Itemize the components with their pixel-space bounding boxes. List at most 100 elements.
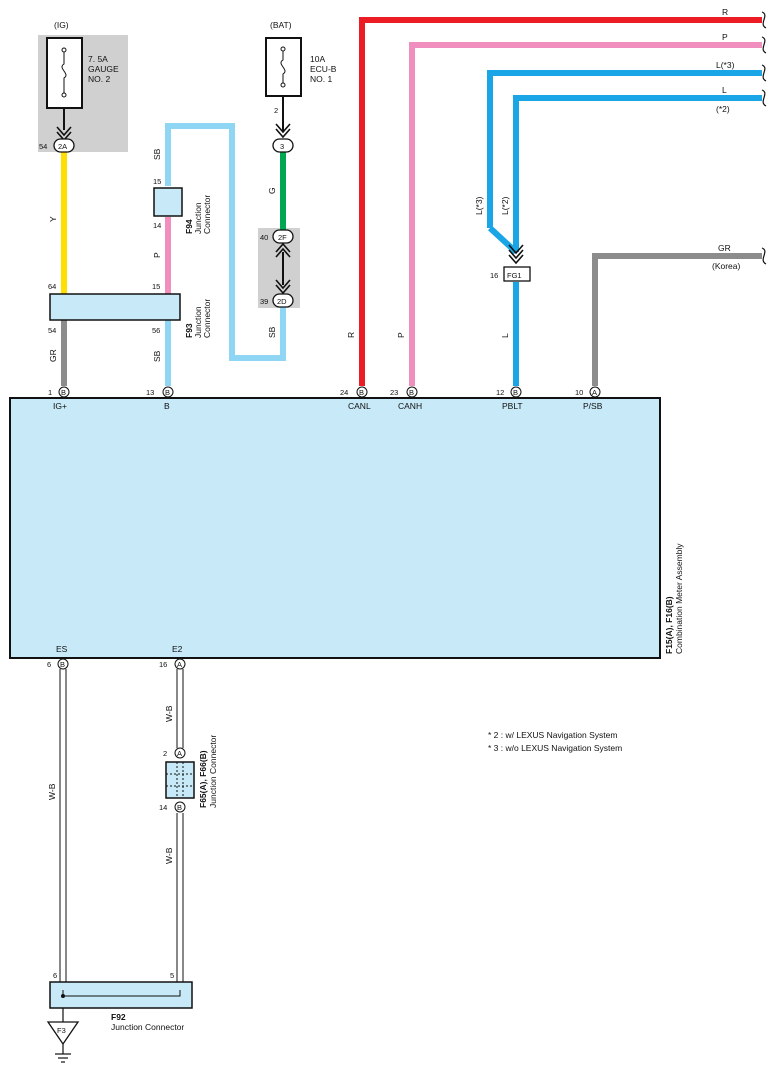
- junction-f94-name2: Connector: [202, 195, 212, 234]
- pin-16-e2: 16: [159, 660, 167, 669]
- junction-f92-box: [49, 981, 193, 1009]
- note-star-3: * 3 : w/o LEXUS Navigation System: [488, 743, 622, 753]
- ground-label: F3: [57, 1026, 66, 1035]
- svg-text:Y: Y: [48, 216, 58, 222]
- svg-text:24: 24: [340, 388, 348, 397]
- svg-text:40: 40: [260, 233, 268, 242]
- svg-text:39: 39: [260, 297, 268, 306]
- pin-2-bat: 2: [274, 106, 278, 115]
- junction-f94-code: F94: [184, 219, 194, 234]
- wire-l3: [487, 70, 762, 228]
- svg-text:P: P: [396, 332, 406, 338]
- terminal-pblt: PBLT: [502, 401, 523, 411]
- ig-fuse-rating: 7. 5A: [88, 54, 108, 64]
- svg-text:B: B: [513, 388, 518, 397]
- pin-6-f92: 6: [53, 971, 57, 980]
- junction-f65-code: F65(A), F66(B): [198, 750, 208, 808]
- terminal-ig: IG+: [53, 401, 67, 411]
- svg-text:R: R: [722, 7, 728, 17]
- ground-triangle: [46, 1021, 80, 1046]
- svg-text:L(*3): L(*3): [474, 196, 484, 215]
- combination-meter-assembly: [9, 397, 661, 659]
- svg-text:A: A: [177, 749, 182, 758]
- terminal-canh: CANH: [398, 401, 422, 411]
- pin-6-es: 6: [47, 660, 51, 669]
- pin-15-f93: 15: [152, 282, 160, 291]
- svg-text:A: A: [592, 388, 597, 397]
- svg-text:B: B: [177, 803, 182, 812]
- meter-top-pins: B B B B B A 1 13 24 23 12 10: [48, 386, 601, 398]
- svg-text:A: A: [177, 660, 182, 669]
- connector-3: 3: [272, 138, 294, 153]
- svg-text:FG1: FG1: [507, 271, 522, 280]
- svg-text:SB: SB: [152, 350, 162, 362]
- svg-text:2A: 2A: [58, 142, 67, 151]
- ig-supply-label: (IG): [54, 20, 69, 30]
- svg-text:L: L: [500, 333, 510, 338]
- pin-2-f65: 2: [163, 749, 167, 758]
- ig-fuse-number: NO. 2: [88, 74, 110, 84]
- pin-5-f92: 5: [170, 971, 174, 980]
- svg-text:GR: GR: [48, 349, 58, 362]
- svg-text:SB: SB: [152, 148, 162, 160]
- terminal-es: ES: [56, 644, 68, 654]
- wire-gr-psb: [592, 253, 762, 386]
- pin-14-f66: 14: [159, 803, 167, 812]
- svg-text:2F: 2F: [278, 233, 287, 242]
- svg-text:W-B: W-B: [164, 705, 174, 722]
- wire-l2: [513, 95, 762, 252]
- junction-f65-name: Junction Connector: [208, 735, 218, 808]
- bat-supply-label: (BAT): [270, 20, 292, 30]
- svg-text:SB: SB: [267, 326, 277, 338]
- wire-labels: Y GR SB P SB SB G R P L L(*3) L(*2) W-B …: [47, 7, 741, 864]
- svg-text:10: 10: [575, 388, 583, 397]
- wire-r: [359, 17, 762, 386]
- ig-fuse: (IG) 7. 5A GAUGE NO. 2: [46, 20, 119, 109]
- pin-54-f93: 54: [48, 326, 56, 335]
- bat-fuse-number: NO. 1: [310, 74, 332, 84]
- junction-f94-box: [153, 187, 183, 217]
- terminal-canl: CANL: [348, 401, 371, 411]
- svg-text:W-B: W-B: [47, 783, 57, 800]
- terminal-b: B: [164, 401, 170, 411]
- svg-text:G: G: [267, 187, 277, 194]
- svg-text:54: 54: [39, 142, 47, 151]
- junction-f93-name1: Junction: [193, 306, 203, 338]
- svg-text:B: B: [165, 388, 170, 397]
- junction-f65-f66-box: [165, 761, 195, 799]
- svg-text:L(*3): L(*3): [716, 60, 735, 70]
- svg-text:23: 23: [390, 388, 398, 397]
- svg-text:16: 16: [490, 271, 498, 280]
- svg-text:(Korea): (Korea): [712, 261, 741, 271]
- svg-text:B: B: [60, 660, 65, 669]
- terminal-psb: P/SB: [583, 401, 603, 411]
- pin-56-f93: 56: [152, 326, 160, 335]
- wire-wb: [59, 669, 184, 990]
- wire-p: [409, 42, 762, 386]
- svg-text:L(*2): L(*2): [500, 196, 510, 215]
- svg-text:(*2): (*2): [716, 104, 730, 114]
- svg-text:12: 12: [496, 388, 504, 397]
- junction-f93-name2: Connector: [202, 299, 212, 338]
- junction-f94-name1: Junction: [193, 202, 203, 234]
- connector-2a: 2A 54: [39, 138, 75, 153]
- svg-text:13: 13: [146, 388, 154, 397]
- wire-sb-loop-top: [165, 123, 286, 361]
- svg-text:1: 1: [48, 388, 52, 397]
- pin-64-f93: 64: [48, 282, 56, 291]
- wire-ends: [761, 11, 767, 265]
- meter-name: Combination Meter Assembly: [674, 543, 684, 654]
- svg-text:P: P: [722, 32, 728, 42]
- note-star-2: * 2 : w/ LEXUS Navigation System: [488, 730, 617, 740]
- svg-text:B: B: [409, 388, 414, 397]
- bat-fuse-name: ECU-B: [310, 64, 337, 74]
- junction-f93-box: [49, 293, 181, 321]
- svg-text:L: L: [722, 85, 727, 95]
- pin-14-f94: 14: [153, 221, 161, 230]
- connector-2d: 2D 39: [260, 293, 294, 308]
- svg-text:B: B: [61, 388, 66, 397]
- junction-f92-code: F92: [111, 1012, 126, 1022]
- terminal-e2: E2: [172, 644, 183, 654]
- svg-text:3: 3: [280, 142, 284, 151]
